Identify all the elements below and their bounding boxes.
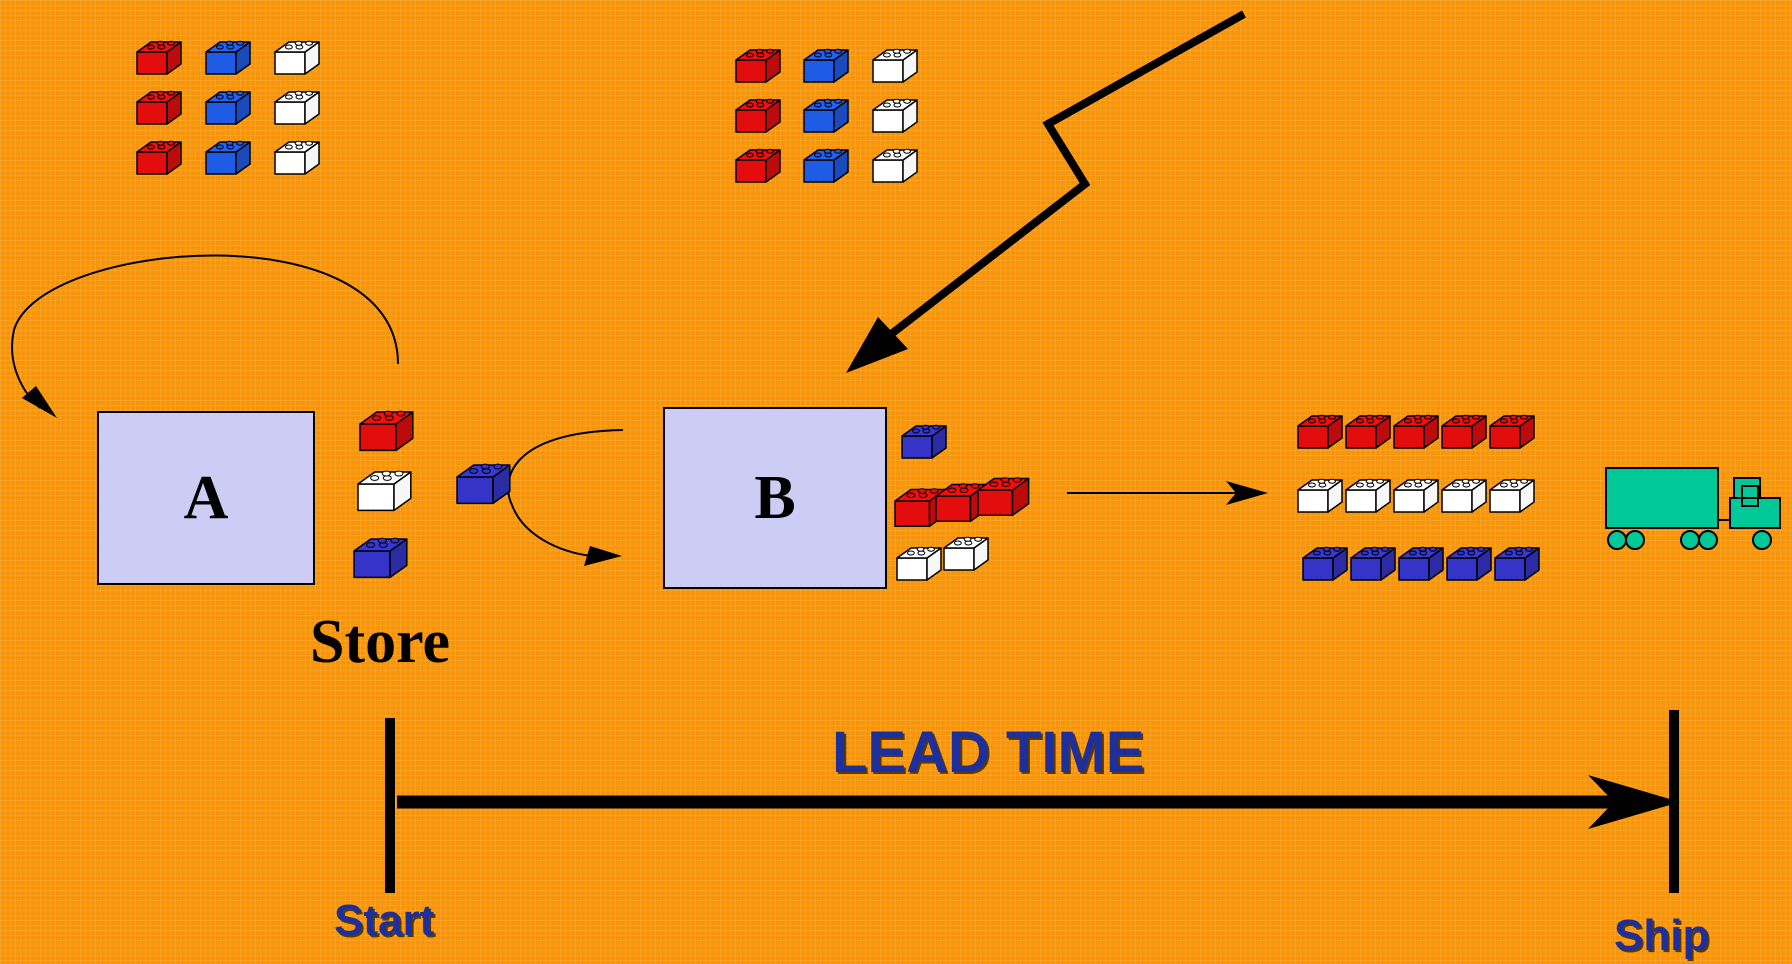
lego-brick-icon [735, 48, 781, 83]
lego-brick-icon [1441, 478, 1487, 513]
ship-label: Ship [1614, 911, 1710, 960]
start-label: Start [334, 896, 435, 945]
truck-icon [1605, 467, 1781, 550]
transfer-arrowhead-icon [584, 546, 622, 566]
lego-brick-icon [205, 140, 251, 175]
lego-brick-icon [205, 40, 251, 75]
lego-brick-icon [1398, 546, 1444, 581]
lego-brick-icon [977, 477, 1030, 517]
lego-brick-icon [1350, 546, 1396, 581]
information-flow-arrow-icon [887, 10, 1246, 339]
lego-brick-icon [274, 40, 320, 75]
lego-brick-icon [896, 546, 942, 581]
push-arrowhead-icon [1226, 481, 1268, 505]
store-label: Store [310, 608, 451, 676]
information-flow-arrowhead-icon [846, 317, 908, 373]
station-a-label: A [183, 463, 229, 532]
lego-brick-icon [1345, 414, 1391, 449]
lego-brick-icon [1302, 546, 1348, 581]
lead-time-label: LEAD TIME [832, 720, 1145, 785]
lego-brick-icon [274, 90, 320, 125]
loop-arrow-icon [11, 254, 399, 409]
lego-brick-icon [1494, 546, 1540, 581]
lego-brick-icon [943, 536, 989, 571]
lego-brick-icon [803, 48, 849, 83]
lego-brick-icon [803, 148, 849, 183]
lego-brick-icon [1393, 478, 1439, 513]
lego-brick-icon [357, 470, 412, 512]
lego-brick-icon [205, 90, 251, 125]
station-b: B [663, 407, 887, 589]
lego-brick-icon [456, 463, 511, 505]
transfer-arrow-icon [507, 429, 624, 557]
lego-brick-icon [872, 148, 918, 183]
lego-brick-icon [872, 48, 918, 83]
lego-brick-icon [1393, 414, 1439, 449]
lego-brick-icon [136, 140, 182, 175]
lego-brick-icon [136, 90, 182, 125]
lego-brick-icon [1297, 414, 1343, 449]
lego-brick-icon [1441, 414, 1487, 449]
lego-brick-icon [735, 98, 781, 133]
lead-time-arrowhead-icon [1588, 775, 1680, 829]
lego-brick-icon [1297, 478, 1343, 513]
lego-brick-icon [274, 140, 320, 175]
lego-brick-icon [136, 40, 182, 75]
station-b-label: B [754, 463, 796, 532]
lego-brick-icon [735, 148, 781, 183]
station-a: A [97, 411, 315, 585]
lego-brick-icon [1345, 478, 1391, 513]
lego-brick-icon [359, 410, 414, 452]
lego-brick-icon [353, 537, 408, 579]
loop-arrowhead-icon [22, 386, 57, 418]
lego-brick-icon [803, 98, 849, 133]
brick-layer [136, 40, 1540, 581]
lego-brick-icon [872, 98, 918, 133]
lego-brick-icon [1446, 546, 1492, 581]
lego-brick-icon [901, 424, 947, 459]
lego-brick-icon [1489, 414, 1535, 449]
lego-brick-icon [1489, 478, 1535, 513]
